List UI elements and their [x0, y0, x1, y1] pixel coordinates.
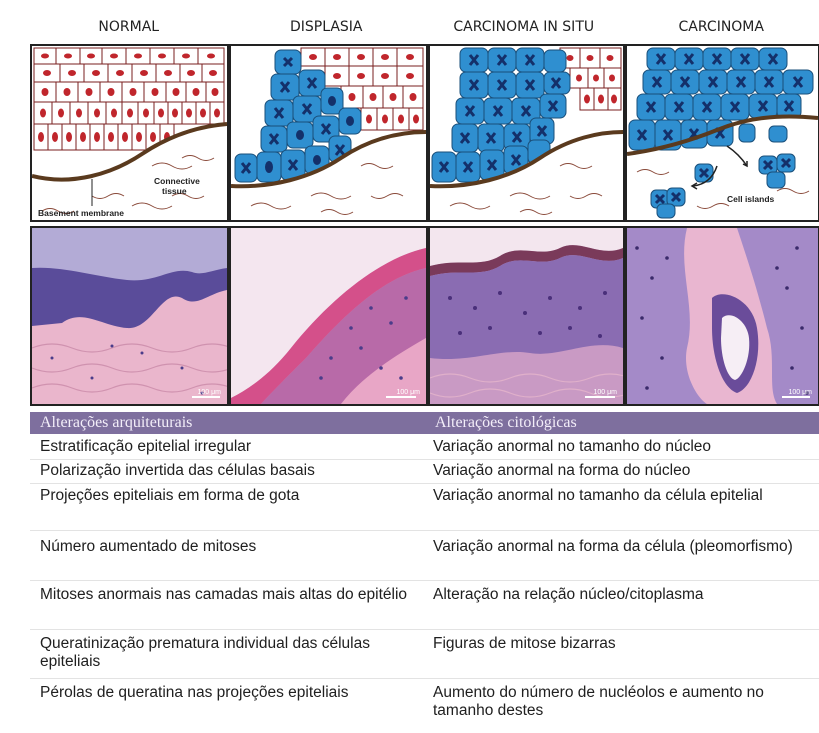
row-cytological: Variação anormal na forma do núcleo: [430, 462, 819, 480]
row-divider: [30, 629, 819, 630]
histology-normal: 100 μm: [30, 226, 229, 406]
column-header-normal: NORMAL: [30, 10, 228, 44]
column-header-carcinoma-in-situ: CARCINOMA IN SITU: [425, 10, 623, 44]
scale-bar-label: 100 μm: [397, 389, 421, 396]
row-divider: [30, 483, 819, 484]
column-headers: NORMAL DISPLASIA CARCINOMA IN SITU CARCI…: [30, 10, 819, 44]
label-connective-tissue-line2: tissue: [162, 186, 187, 196]
row-architectural: Mitoses anormais nas camadas mais altas …: [30, 586, 430, 604]
row-divider: [30, 580, 819, 581]
table-row: Número aumentado de mitoses Variação ano…: [30, 538, 819, 556]
row-cytological: Variação anormal no tamanho do núcleo: [430, 438, 819, 456]
row-cytological: Variação anormal na forma da célula (ple…: [430, 538, 819, 556]
table-header: Alterações arquiteturais Alterações cito…: [30, 412, 819, 434]
schematic-carcinoma-in-situ: [428, 44, 625, 222]
row-divider: [30, 459, 819, 460]
row-cytological: Alteração na relação núcleo/citoplasma: [430, 586, 819, 604]
table-row: Mitoses anormais nas camadas mais altas …: [30, 586, 819, 604]
row-cytological: Variação anormal no tamanho da célula ep…: [430, 487, 819, 505]
scale-bar-label: 100 μm: [789, 389, 813, 396]
table-row: Polarização invertida das células basais…: [30, 462, 819, 480]
schematic-normal: Connective tissue Basement membrane: [30, 44, 229, 222]
row-architectural: Pérolas de queratina nas projeções epite…: [30, 684, 430, 720]
header-alteracoes-citologicas: Alterações citológicas: [425, 412, 819, 434]
schematic-carcinoma: Cell islands: [625, 44, 819, 222]
table-row: Queratinização prematura individual das …: [30, 635, 819, 671]
label-cell-islands: Cell islands: [727, 194, 775, 204]
column-header-carcinoma: CARCINOMA: [623, 10, 819, 44]
row-architectural: Número aumentado de mitoses: [30, 538, 430, 556]
scale-bar-label: 100 μm: [198, 389, 222, 396]
histology-carcinoma-in-situ: 100 μm: [428, 226, 625, 406]
row-architectural: Polarização invertida das células basais: [30, 462, 430, 480]
row-architectural: Estratificação epitelial irregular: [30, 438, 430, 456]
table-row: Projeções epiteliais em forma de gota Va…: [30, 487, 819, 505]
histology-carcinoma: 100 μm: [625, 226, 819, 406]
label-connective-tissue-line1: Connective: [154, 176, 200, 186]
row-divider: [30, 678, 819, 679]
table-row: Pérolas de queratina nas projeções epite…: [30, 684, 819, 720]
label-basement-membrane: Basement membrane: [38, 208, 124, 218]
row-divider: [30, 530, 819, 531]
schematic-displasia: [229, 44, 428, 222]
row-cytological: Figuras de mitose bizarras: [430, 635, 819, 671]
row-architectural: Projeções epiteliais em forma de gota: [30, 487, 430, 505]
row-cytological: Aumento do número de nucléolos e aumento…: [430, 684, 819, 720]
column-header-displasia: DISPLASIA: [228, 10, 426, 44]
table-row: Estratificação epitelial irregular Varia…: [30, 438, 819, 456]
header-alteracoes-arquiteturais: Alterações arquiteturais: [30, 412, 425, 434]
scale-bar-label: 100 μm: [594, 389, 618, 396]
row-architectural: Queratinização prematura individual das …: [30, 635, 430, 671]
histology-displasia: 100 μm: [229, 226, 428, 406]
